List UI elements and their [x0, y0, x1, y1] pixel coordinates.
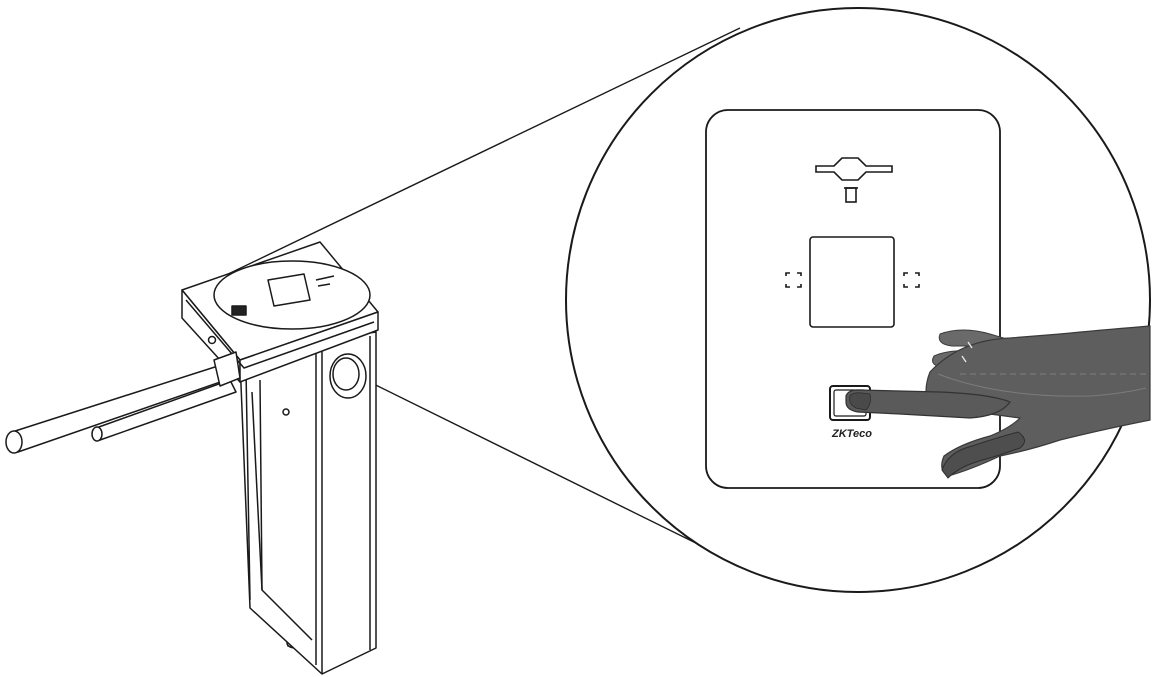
card-reader-icon	[815, 157, 893, 203]
turnstile	[5, 241, 379, 675]
turnstile-pillar	[239, 331, 377, 675]
hand-illustration	[845, 325, 1151, 479]
brand-logo: ZKTeco	[831, 428, 872, 440]
turnstile-top-panel	[213, 260, 371, 330]
reader-panel: ZKTeco	[705, 109, 1001, 489]
qr-scan-icon	[785, 236, 920, 328]
mini-fingerprint-sensor	[231, 305, 247, 316]
